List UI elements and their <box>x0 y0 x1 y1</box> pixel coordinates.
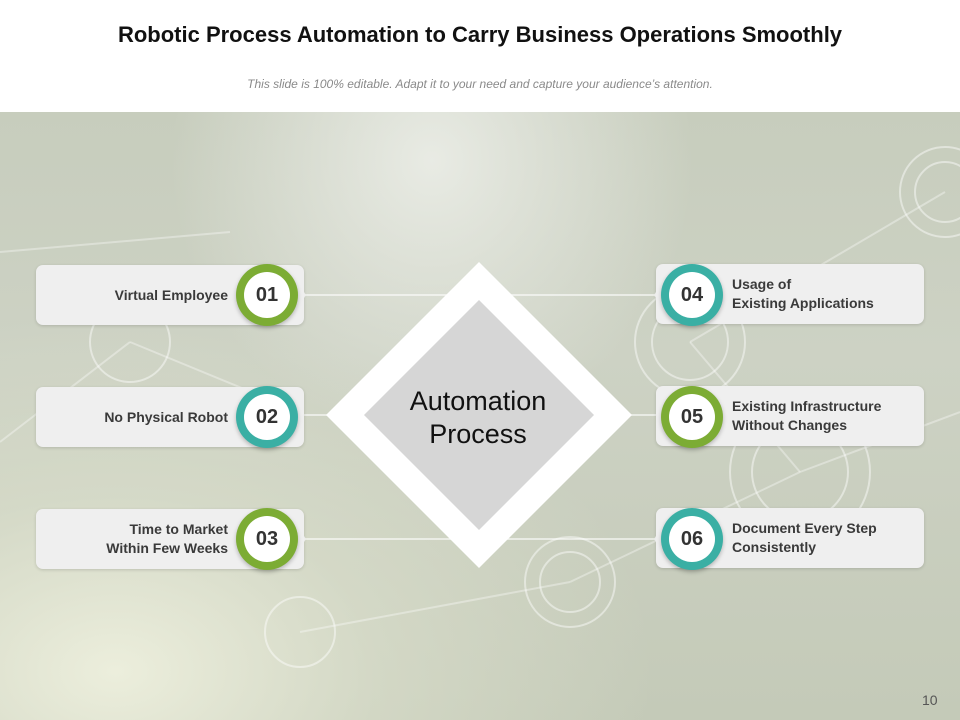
slide-header: Robotic Process Automation to Carry Busi… <box>0 0 960 112</box>
item-01-number: 01 <box>244 272 290 318</box>
slide-subtitle: This slide is 100% editable. Adapt it to… <box>247 77 713 91</box>
item-04-badge: 04 <box>661 264 723 326</box>
item-03-number: 03 <box>244 516 290 562</box>
page-number: 10 <box>922 692 938 708</box>
center-diamond-inner <box>364 300 594 530</box>
slide-title: Robotic Process Automation to Carry Busi… <box>117 22 843 47</box>
network-decoration <box>0 146 960 668</box>
item-01-label: Virtual Employee <box>114 286 228 303</box>
center-title: Automation Process <box>409 386 547 449</box>
item-06-number: 06 <box>669 516 715 562</box>
item-01-badge: 01 <box>236 264 298 326</box>
item-02-label: No Physical Robot <box>104 408 228 425</box>
item-05-number: 05 <box>669 394 715 440</box>
item-04-number: 04 <box>669 272 715 318</box>
item-05-badge: 05 <box>661 386 723 448</box>
item-02-number: 02 <box>244 394 290 440</box>
item-06-badge: 06 <box>661 508 723 570</box>
item-02-badge: 02 <box>236 386 298 448</box>
item-03-badge: 03 <box>236 508 298 570</box>
